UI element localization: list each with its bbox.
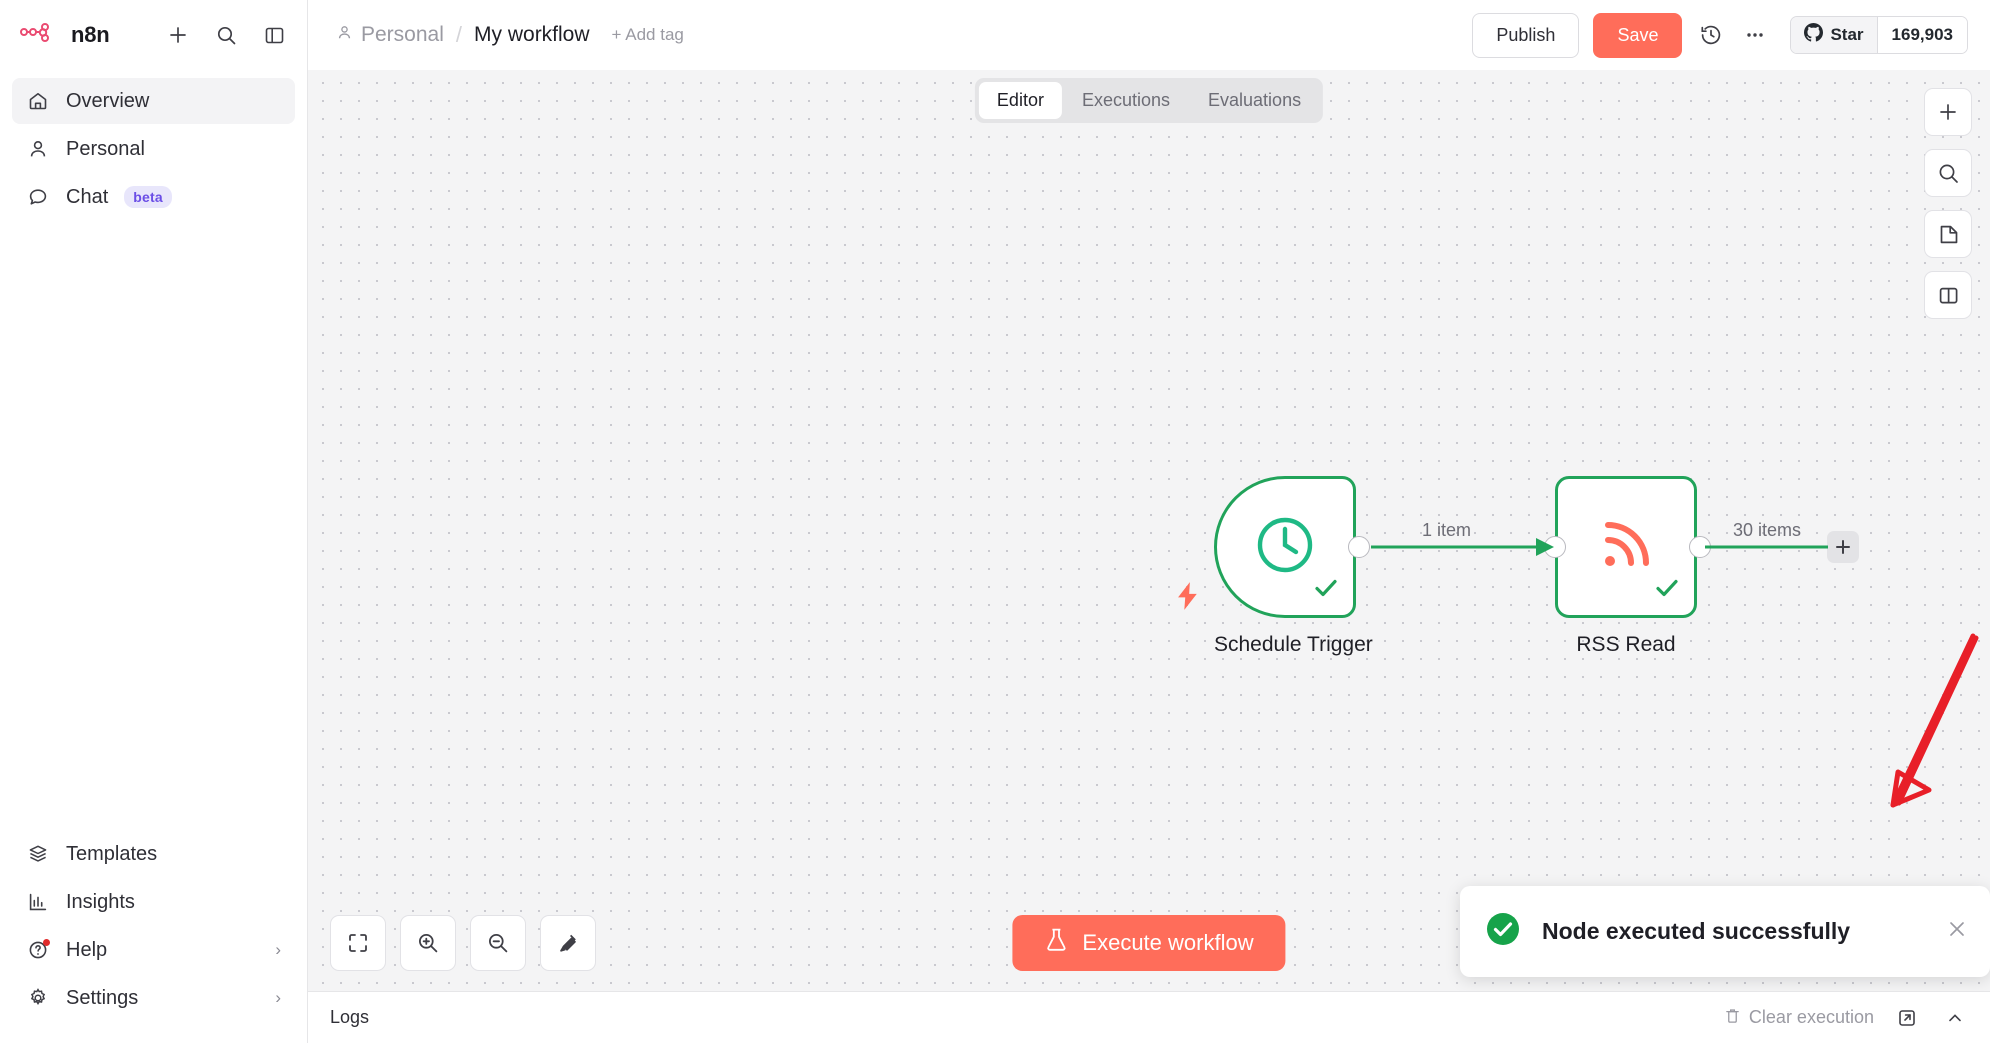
toast-notification: Node executed successfully — [1460, 886, 1990, 977]
box-icon — [26, 842, 50, 866]
sidebar-item-label: Help — [66, 938, 108, 961]
sidebar-item-chat[interactable]: Chat beta — [12, 174, 295, 220]
sidebar-item-personal[interactable]: Personal — [12, 126, 295, 172]
github-star-widget[interactable]: Star 169,903 — [1790, 16, 1968, 54]
tab-executions[interactable]: Executions — [1081, 90, 1171, 110]
node-input-endpoint[interactable] — [1544, 536, 1566, 558]
clear-execution-label: Clear execution — [1748, 1007, 1874, 1027]
sidebar-item-settings[interactable]: Settings › — [12, 975, 295, 1021]
home-icon — [26, 89, 50, 113]
user-icon — [26, 137, 50, 161]
connection-label: 30 items — [1733, 520, 1802, 540]
sidebar-item-help[interactable]: Help › — [12, 927, 295, 973]
chat-bubble-icon — [26, 185, 50, 209]
save-button[interactable]: Save — [1593, 12, 1683, 58]
node-output-endpoint[interactable] — [1689, 536, 1711, 558]
clear-execution-button[interactable]: Clear execution — [1724, 1007, 1874, 1029]
trigger-bolt-icon — [1174, 581, 1202, 616]
brand[interactable]: n8n — [20, 22, 163, 48]
add-connected-node-button[interactable] — [1827, 531, 1859, 563]
chevron-up-icon[interactable] — [1940, 1003, 1970, 1033]
popout-icon[interactable] — [1892, 1003, 1922, 1033]
node-body[interactable] — [1214, 476, 1356, 618]
node-output-endpoint[interactable] — [1348, 536, 1370, 558]
sidebar-item-label: Insights — [66, 890, 135, 913]
tab-evaluations[interactable]: Evaluations — [1208, 90, 1302, 110]
sidebar-item-templates[interactable]: Templates — [12, 831, 295, 877]
sidebar-bottom-nav: Templates Insights Help › Se — [0, 831, 307, 1043]
sidebar-item-label: Settings — [66, 986, 139, 1009]
tab-editor[interactable]: Editor — [978, 82, 1062, 119]
sidebar: n8n Overview — [0, 0, 308, 1043]
history-clock-icon[interactable] — [1696, 20, 1726, 50]
node-body[interactable] — [1555, 476, 1697, 618]
toggle-panel-button[interactable] — [1924, 271, 1972, 319]
node-schedule-trigger[interactable]: Schedule Trigger — [1214, 476, 1373, 657]
zoom-in-button[interactable] — [400, 915, 456, 971]
sidebar-item-insights[interactable]: Insights — [12, 879, 295, 925]
main-area: Personal / My workflow + Add tag Publish… — [308, 0, 1990, 1043]
workflow-header: Personal / My workflow + Add tag Publish… — [308, 0, 1990, 70]
node-success-check-icon — [1312, 574, 1340, 607]
sidebar-item-label: Overview — [66, 89, 150, 112]
toast-message: Node executed successfully — [1542, 918, 1851, 944]
user-icon — [336, 23, 353, 47]
trash-icon — [1724, 1007, 1741, 1029]
github-icon — [1804, 23, 1824, 47]
node-label: RSS Read — [1576, 633, 1676, 656]
node-success-check-icon — [1653, 574, 1681, 607]
execute-workflow-button[interactable]: Execute workflow — [1012, 915, 1286, 971]
page-title[interactable]: My workflow — [474, 23, 590, 46]
add-tag-button[interactable]: + Add tag — [611, 25, 684, 44]
breadcrumb-project[interactable]: Personal — [336, 23, 444, 47]
github-star-label: Star — [1830, 25, 1864, 44]
close-icon[interactable] — [1946, 918, 1968, 945]
toggle-sidebar-button[interactable] — [259, 20, 289, 50]
workflow-canvas[interactable]: Schedule Trigger — [308, 70, 1990, 991]
breadcrumb-project-label: Personal — [361, 23, 444, 46]
logs-bar: Logs Clear execution — [308, 991, 1990, 1043]
help-notification-dot — [43, 939, 50, 946]
rss-icon — [1595, 514, 1657, 581]
workflow-tabs: Editor Executions Evaluations — [974, 78, 1324, 123]
node-label: Schedule Trigger — [1214, 633, 1373, 656]
create-new-button[interactable] — [163, 20, 193, 50]
check-circle-icon — [1486, 912, 1520, 951]
ellipsis-icon[interactable] — [1740, 20, 1770, 50]
brand-name: n8n — [71, 22, 110, 47]
canvas-zoom-controls — [330, 915, 596, 971]
add-node-button[interactable] — [1924, 88, 1972, 136]
breadcrumb-separator: / — [455, 22, 463, 47]
sidebar-header: n8n — [0, 0, 307, 70]
breadcrumb: Personal / My workflow + Add tag — [336, 22, 684, 48]
chevron-right-icon: › — [275, 988, 281, 1007]
sidebar-item-label: Personal — [66, 137, 145, 160]
gear-icon — [26, 986, 50, 1010]
sidebar-item-label: Templates — [66, 842, 158, 865]
question-circle-icon — [26, 938, 50, 962]
flask-icon — [1044, 927, 1068, 959]
chevron-right-icon: › — [275, 940, 281, 959]
bar-chart-icon — [26, 890, 50, 914]
sidebar-item-label: Chat — [66, 185, 109, 208]
n8n-logo-icon — [20, 22, 60, 48]
publish-button[interactable]: Publish — [1472, 12, 1580, 58]
clock-icon — [1252, 512, 1318, 583]
github-star-count: 169,903 — [1877, 17, 1967, 53]
beta-badge: beta — [124, 186, 172, 208]
connection-label: 1 item — [1422, 520, 1472, 540]
sidebar-item-overview[interactable]: Overview — [12, 78, 295, 124]
fit-to-view-button[interactable] — [330, 915, 386, 971]
canvas-right-rail — [1924, 88, 1972, 319]
execute-workflow-label: Execute workflow — [1082, 930, 1254, 955]
logs-title[interactable]: Logs — [330, 1007, 370, 1027]
search-nodes-button[interactable] — [1924, 149, 1972, 197]
search-icon[interactable] — [211, 20, 241, 50]
node-rss-read[interactable]: RSS Read — [1555, 476, 1697, 657]
zoom-out-button[interactable] — [470, 915, 526, 971]
sidebar-nav: Overview Personal Chat beta — [0, 70, 307, 220]
tidy-up-button[interactable] — [540, 915, 596, 971]
github-star-button[interactable]: Star — [1791, 17, 1878, 53]
add-sticky-note-button[interactable] — [1924, 210, 1972, 258]
